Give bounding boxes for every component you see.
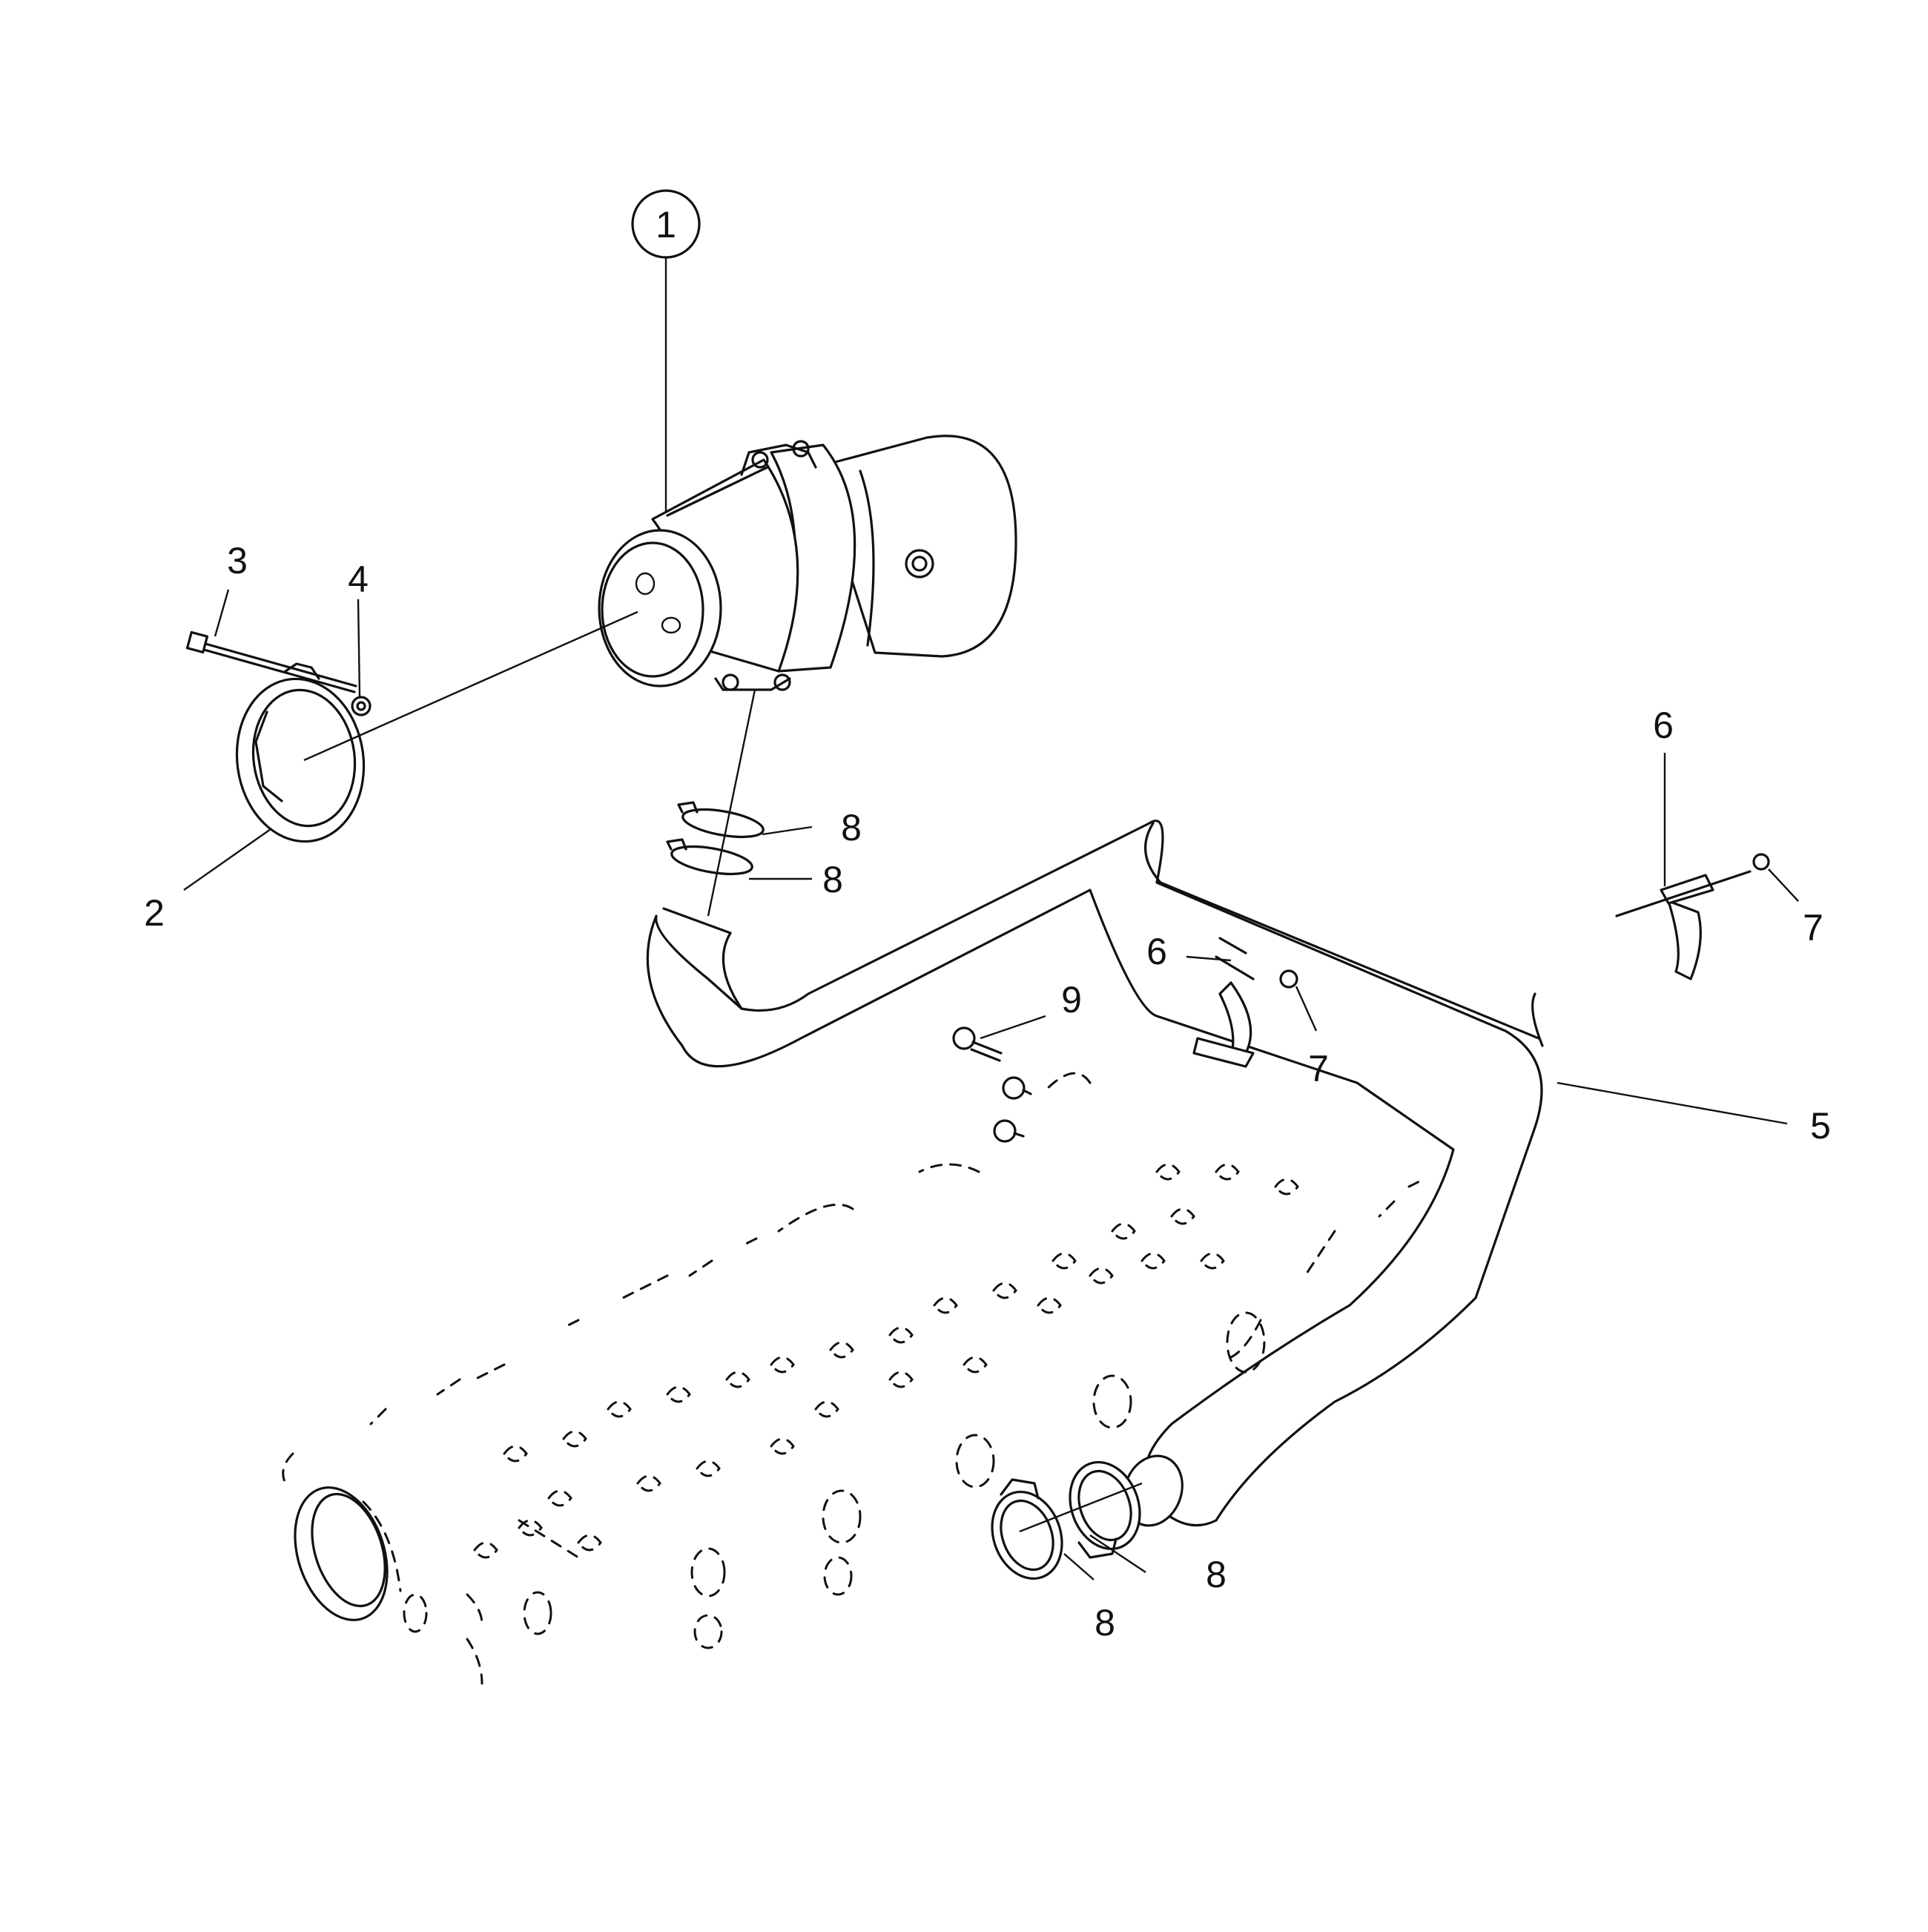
hose-clamp-upper-1 xyxy=(677,801,765,839)
band-clamp xyxy=(235,662,366,843)
callout-8-upper-1: 8 xyxy=(841,807,862,848)
clamp-bolt xyxy=(185,630,357,693)
callout-4: 4 xyxy=(348,558,369,600)
callout-1-circle xyxy=(631,189,701,259)
mount-bolt xyxy=(952,1026,1032,1143)
bracket-nut-middle xyxy=(1279,969,1298,989)
callout-8-lower-right: 8 xyxy=(1206,1554,1227,1595)
callout-2: 2 xyxy=(144,892,165,934)
hose-clamp-lower-2 xyxy=(1069,1460,1141,1559)
hose-clamp-upper-2 xyxy=(666,838,753,876)
hose-bracket-right xyxy=(1615,870,1752,980)
hose-bracket-middle xyxy=(1192,937,1255,1068)
callout-3: 3 xyxy=(227,540,248,581)
callout-7-right: 7 xyxy=(1803,907,1823,949)
callout-7-middle: 7 xyxy=(1308,1048,1329,1089)
callout-9: 9 xyxy=(1061,979,1082,1021)
intake-hose xyxy=(646,820,1544,1527)
bracket-nut-right xyxy=(1752,853,1770,871)
hose-clamp-lower-1 xyxy=(991,1478,1063,1580)
callout-5: 5 xyxy=(1810,1105,1831,1147)
leader-lines xyxy=(183,257,1799,1580)
callout-6-middle: 6 xyxy=(1146,931,1167,972)
callout-labels: 1 2 3 4 5 6 6 7 7 8 8 8 8 9 xyxy=(144,189,1831,1643)
callout-6-right: 6 xyxy=(1653,705,1674,746)
clamp-nut xyxy=(351,696,372,716)
callout-8-lower-left: 8 xyxy=(1095,1602,1115,1643)
callout-8-upper-2: 8 xyxy=(822,859,843,900)
engine-block-reference-outline xyxy=(282,1072,1425,1685)
callout-1: 1 xyxy=(656,204,676,245)
air-cleaner-housing xyxy=(598,435,1017,691)
